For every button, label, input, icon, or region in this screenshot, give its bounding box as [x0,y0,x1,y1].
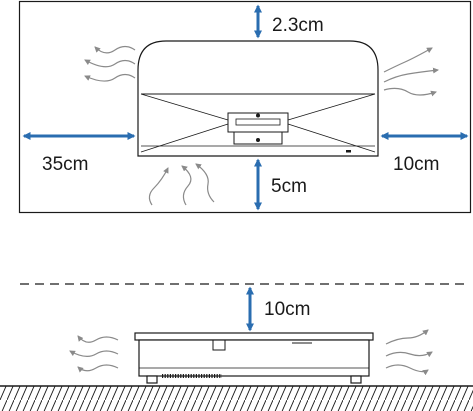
airflow-side-left-icon [69,335,119,373]
top-view-frame [18,0,472,214]
airflow-left-icon [84,45,136,82]
side-view: 10cm [0,283,473,411]
front-clearance-label: 5cm [271,176,307,197]
above-clearance-label: 10cm [264,299,310,320]
left-clearance-label: 35cm [42,154,88,175]
airflow-front-icon [148,163,215,206]
top-view: 2.3cm 35cm 10cm 5cm [18,0,472,214]
projector-top-view [137,40,379,157]
projector-side-view [134,332,374,384]
airflow-side-right-icon [385,329,433,376]
airflow-right-icon [383,47,439,97]
right-clearance-label: 10cm [393,154,439,175]
top-clearance-label: 2.3cm [272,15,324,36]
floor-surface [0,386,473,411]
